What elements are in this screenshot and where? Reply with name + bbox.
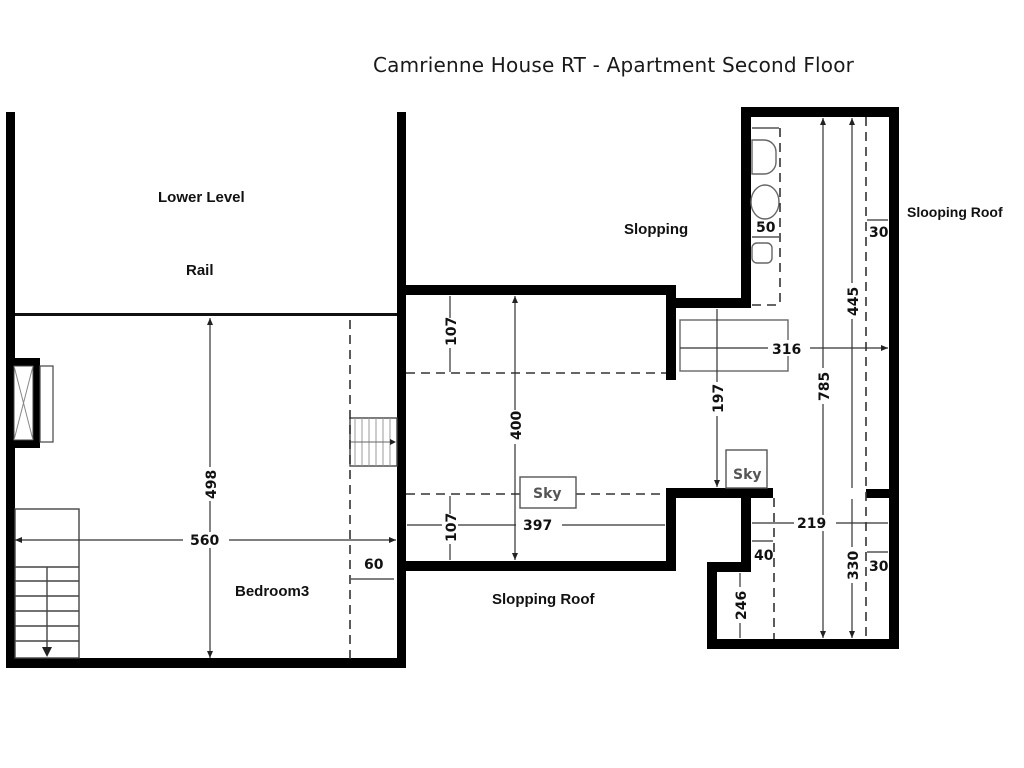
dim-397: 397 (523, 518, 552, 534)
wall-bath-bottom (666, 298, 751, 308)
wall-middle-top (397, 285, 676, 295)
label-slopping: Slopping (624, 221, 688, 238)
dim-445: 445 (846, 287, 862, 316)
dim-316: 316 (772, 342, 801, 358)
sink-icon (751, 139, 777, 175)
dim-197: 197 (711, 384, 727, 413)
label-sky-2: Sky (733, 467, 762, 483)
bathroom-fixtures (679, 139, 789, 372)
dim-30-top: 30 (869, 225, 889, 241)
wall-step-horizontal (707, 562, 751, 572)
wall-middle-right-upper (666, 285, 676, 380)
label-bedroom3: Bedroom3 (235, 583, 309, 600)
dim-330: 330 (846, 551, 862, 580)
dim-50: 50 (756, 220, 776, 236)
dim-40: 40 (754, 548, 774, 564)
dim-560: 560 (190, 533, 219, 549)
dim-107-bottom: 107 (444, 513, 460, 542)
toilet-icon (750, 184, 780, 220)
rail-line (15, 313, 397, 316)
wall-lower-horizontal (666, 488, 773, 498)
walls (6, 107, 899, 668)
wall-bedroom-bottom (6, 658, 406, 668)
label-lower-level: Lower Level (158, 189, 245, 206)
dim-60: 60 (364, 557, 384, 573)
label-slooping-roof: Slooping Roof (907, 204, 1003, 220)
wall-middle-right-lower (666, 488, 676, 571)
bidet-icon (751, 242, 773, 264)
staircase-left (14, 508, 80, 659)
wall-right-outer (889, 107, 899, 649)
dim-498: 498 (204, 470, 220, 499)
dim-30-bottom: 30 (869, 559, 889, 575)
wall-right-stub (866, 489, 894, 498)
dim-219: 219 (797, 516, 826, 532)
label-sky-1: Sky (533, 486, 562, 502)
wall-right-top (741, 107, 899, 117)
label-slopping-roof: Slopping Roof (492, 591, 595, 608)
dim-785: 785 (817, 372, 833, 401)
dim-107-top: 107 (444, 317, 460, 346)
wall-bottom-right (707, 639, 899, 649)
skylight-2 (725, 449, 768, 489)
staircase-small (349, 417, 398, 467)
slope-lines (349, 117, 867, 662)
dim-400: 400 (509, 411, 525, 440)
skylight-1 (519, 476, 577, 509)
dim-246: 246 (734, 591, 750, 620)
wall-lower-left (707, 562, 717, 649)
wall-bath-left (741, 107, 751, 308)
plan-title: Camrienne House RT - Apartment Second Fl… (373, 53, 855, 77)
wall-center (397, 112, 406, 668)
wall-middle-bottom (397, 561, 676, 571)
wall-step-vertical (741, 488, 751, 572)
label-rail: Rail (186, 262, 214, 279)
